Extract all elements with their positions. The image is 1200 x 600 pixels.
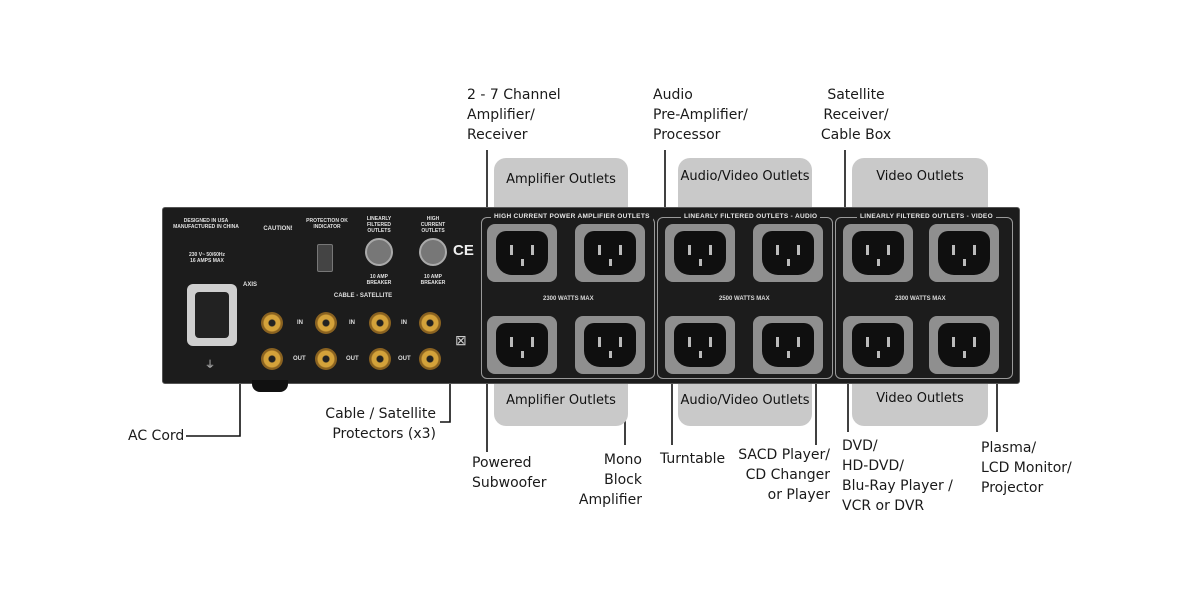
- breaker-1-label: 10 AMP BREAKER: [366, 274, 392, 286]
- callout-ac-cord: AC Cord: [128, 428, 185, 444]
- watts-video: 2300 WATTS MAX: [895, 296, 946, 302]
- outlet-audio-3[interactable]: [665, 316, 735, 374]
- outlet-amp-4[interactable]: [575, 316, 645, 374]
- callout-satellite-receiver: Satellite Receiver/ Cable Box: [820, 87, 892, 143]
- watts-amp: 2300 WATTS MAX: [543, 296, 594, 302]
- callout-plasma: Plasma/ LCD Monitor/ Projector: [981, 440, 1072, 496]
- group-label-video-bottom: Video Outlets: [876, 391, 964, 406]
- breaker-2-label: 10 AMP BREAKER: [420, 274, 446, 286]
- rca-out-2[interactable]: [315, 348, 337, 370]
- ce-mark: CE: [453, 242, 474, 259]
- breaker-1[interactable]: [365, 238, 393, 266]
- caution-label: CAUTION!: [263, 226, 293, 232]
- rca-in-4[interactable]: [419, 312, 441, 334]
- section-video-label: LINEARLY FILTERED OUTLETS - VIDEO: [857, 213, 996, 220]
- ac-inlet[interactable]: [187, 284, 237, 346]
- section-amp-label: HIGH CURRENT POWER AMPLIFIER OUTLETS: [491, 213, 653, 220]
- callout-powered-subwoofer: Powered Subwoofer: [472, 455, 547, 491]
- section-audio-label: LINEARLY FILTERED OUTLETS - AUDIO: [681, 213, 821, 220]
- ac-inlet-socket: [195, 292, 229, 338]
- rca-in-1[interactable]: [261, 312, 283, 334]
- callout-dvd: DVD/ HD-DVD/ Blu-Ray Player / VCR or DVR: [842, 438, 953, 514]
- linearly-filtered-label: LINEARLY FILTERED OUTLETS: [366, 216, 392, 234]
- callout-audio-preamp: Audio Pre-Amplifier/ Processor: [653, 87, 748, 143]
- rca-out-label-3: OUT: [398, 356, 411, 362]
- weee-icon: ⊠: [455, 332, 467, 348]
- callout-mono-block: Mono Block Amplifier: [578, 452, 642, 508]
- outlet-video-1[interactable]: [843, 224, 913, 282]
- group-label-amplifier-top: Amplifier Outlets: [506, 172, 616, 187]
- protection-label: PROTECTION OK INDICATOR: [306, 218, 348, 230]
- protection-indicator: [317, 244, 333, 272]
- rca-in-label-2: IN: [349, 320, 355, 326]
- rca-out-1[interactable]: [261, 348, 283, 370]
- outlet-amp-2[interactable]: [575, 224, 645, 282]
- callout-cable-satellite: Cable / Satellite Protectors (x3): [325, 406, 436, 442]
- group-label-video-top: Video Outlets: [876, 169, 964, 184]
- outlet-audio-4[interactable]: [753, 316, 823, 374]
- rca-in-2[interactable]: [315, 312, 337, 334]
- rating-label: 230 V~ 50/60Hz 16 AMPS MAX: [189, 252, 225, 264]
- rca-in-3[interactable]: [369, 312, 391, 334]
- brand-label: AXIS: [243, 282, 258, 288]
- outlet-amp-1[interactable]: [487, 224, 557, 282]
- group-label-av-top: Audio/Video Outlets: [680, 169, 810, 184]
- callout-amplifier-receiver: 2 - 7 Channel Amplifier/ Receiver: [467, 87, 561, 143]
- outlet-video-4[interactable]: [929, 316, 999, 374]
- cable-satellite-panel-label: CABLE - SATELLITE: [333, 293, 393, 299]
- rca-out-label-1: OUT: [293, 356, 306, 362]
- watts-audio: 2500 WATTS MAX: [719, 296, 770, 302]
- high-current-label: HIGH CURRENT OUTLETS: [420, 216, 446, 234]
- outlet-audio-2[interactable]: [753, 224, 823, 282]
- power-conditioner-rear-panel: DESIGNED IN USA MANUFACTURED IN CHINA 23…: [162, 207, 1020, 384]
- chassis-foot: [252, 380, 288, 392]
- breaker-2[interactable]: [419, 238, 447, 266]
- group-label-av-bottom: Audio/Video Outlets: [680, 393, 810, 408]
- callout-sacd: SACD Player/ CD Changer or Player: [738, 447, 830, 503]
- outlet-video-2[interactable]: [929, 224, 999, 282]
- outlet-video-3[interactable]: [843, 316, 913, 374]
- callout-turntable: Turntable: [660, 451, 726, 467]
- rca-out-label-2: OUT: [346, 356, 359, 362]
- group-label-amplifier-bottom: Amplifier Outlets: [506, 393, 616, 408]
- rca-in-label-1: IN: [297, 320, 303, 326]
- rca-in-label-3: IN: [401, 320, 407, 326]
- outlet-audio-1[interactable]: [665, 224, 735, 282]
- designed-label: DESIGNED IN USA MANUFACTURED IN CHINA: [173, 218, 239, 230]
- ground-icon: ⏚: [205, 360, 215, 371]
- outlet-amp-3[interactable]: [487, 316, 557, 374]
- rca-out-3[interactable]: [369, 348, 391, 370]
- rca-out-4[interactable]: [419, 348, 441, 370]
